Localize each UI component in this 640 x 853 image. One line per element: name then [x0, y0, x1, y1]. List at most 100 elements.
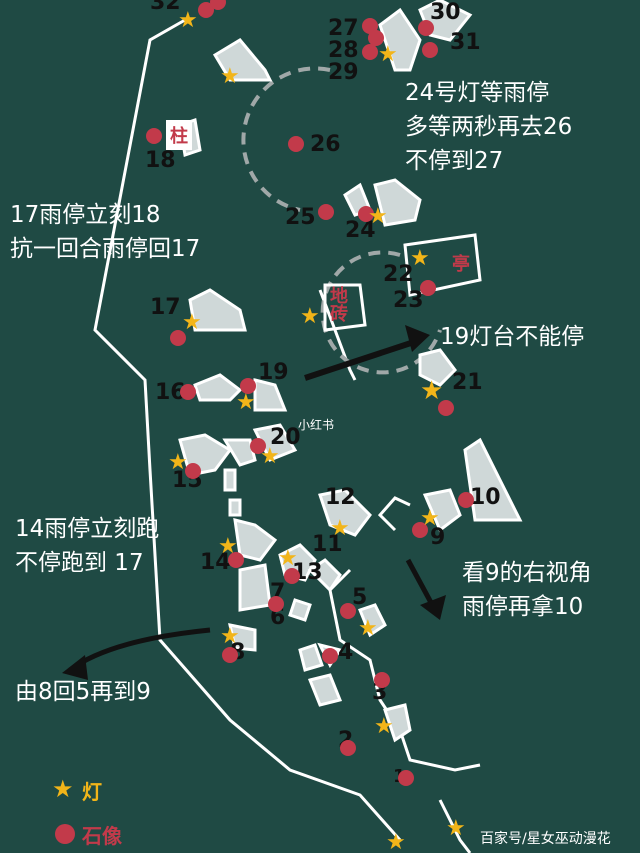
num-24: 24 [345, 218, 376, 243]
arrow-19-head [405, 325, 430, 352]
statue-dot [170, 330, 186, 346]
statue-dot [322, 648, 338, 664]
num-9: 9 [430, 525, 446, 550]
lamp-star: ★ [236, 390, 256, 415]
statue-dot [185, 463, 201, 479]
statue-dot [398, 770, 414, 786]
lamp-star: ★ [358, 616, 378, 641]
statue-dot [362, 44, 378, 60]
statue-dot [340, 740, 356, 756]
note-24: 24号灯等雨停 多等两秒再去26 不停到27 [405, 80, 573, 174]
statue-dot [222, 647, 238, 663]
pavilion-box [403, 233, 482, 297]
lamp-star: ★ [386, 830, 406, 853]
statue-dot [458, 492, 474, 508]
num-22: 22 [383, 262, 414, 287]
lamp-star: ★ [220, 64, 240, 89]
statue-dot [210, 0, 226, 10]
watermark: 百家号/星女巫动漫花 [480, 831, 611, 847]
num-18: 18 [145, 148, 176, 173]
num-25: 25 [285, 205, 316, 230]
num-4: 4 [338, 640, 354, 665]
arrow-19 [304, 337, 421, 381]
small-logo: 小红书 [298, 418, 335, 432]
statue-dot [198, 2, 214, 18]
note-19: 19灯台不能停 [440, 324, 585, 350]
num-5: 5 [352, 585, 368, 610]
statue-dot [418, 20, 434, 36]
lamp-star: ★ [178, 8, 198, 33]
statue-dot [374, 672, 390, 688]
num-20: 20 [270, 425, 301, 450]
statue-dot [180, 384, 196, 400]
num-21: 21 [452, 370, 483, 395]
dashed-circle-top [241, 66, 331, 212]
statue-dot [420, 280, 436, 296]
path-line-bottom [438, 799, 472, 853]
lamp-star: ★ [330, 516, 350, 541]
statue-dot [240, 378, 256, 394]
lamp-star: ★ [260, 444, 280, 469]
hook-line [377, 496, 411, 532]
rocks [178, 0, 523, 743]
arrow-8-head [62, 655, 88, 680]
right-boundary-line [318, 289, 357, 381]
lamp-star: ★ [420, 506, 440, 531]
num-27: 27 [328, 16, 359, 41]
note-9: 看9的右视角 雨停再拿10 [462, 560, 592, 620]
statue-dot [358, 206, 374, 222]
statue-dot [438, 400, 454, 416]
legend-lamp-label: 灯 [82, 780, 102, 804]
brick-tag: 地砖 [330, 286, 348, 325]
statue-dot [318, 204, 334, 220]
arrow-8 [68, 627, 211, 673]
arrow-9-head [420, 595, 446, 620]
pillar-tag: 柱 [166, 120, 192, 150]
num-11: 11 [312, 532, 343, 557]
num-26: 26 [310, 132, 341, 157]
statue-dot [228, 552, 244, 568]
lamp-star: ★ [410, 246, 430, 271]
num-29: 29 [328, 60, 359, 85]
legend-statue-icon [55, 824, 75, 844]
statue-dot [268, 596, 284, 612]
lamp-star: ★ [220, 624, 240, 649]
legend-lamp-icon: ★ [52, 775, 74, 803]
pavilion-tag: 亭 [452, 254, 470, 275]
lamp-star: ★ [368, 204, 388, 229]
note-14: 14雨停立刻跑 不停跑到 17 [15, 516, 160, 576]
num-19: 19 [258, 360, 289, 385]
num-28: 28 [328, 38, 359, 63]
statue-dot [340, 603, 356, 619]
path-line-lower [328, 568, 481, 772]
brick-box [323, 283, 367, 332]
note-17: 17雨停立刻18 抗一回合雨停回17 [10, 202, 201, 262]
num-31: 31 [450, 30, 481, 55]
lamp-star: ★ [420, 376, 444, 406]
lamp-star: ★ [374, 714, 394, 739]
num-12: 12 [325, 485, 356, 510]
lamp-star: ★ [446, 816, 466, 841]
left-boundary-line [93, 18, 402, 841]
num-17: 17 [150, 295, 181, 320]
lamp-star: ★ [300, 304, 320, 329]
lamp-star: ★ [378, 42, 398, 67]
lamp-star: ★ [168, 450, 188, 475]
statue-dot [146, 128, 162, 144]
legend-statue-label: 石像 [82, 824, 122, 848]
statue-dot [284, 568, 300, 584]
lamp-star: ★ [182, 310, 202, 335]
num-10: 10 [470, 485, 501, 510]
num-30: 30 [430, 0, 461, 25]
num-14: 14 [200, 550, 231, 575]
num-32: 32 [150, 0, 181, 15]
statue-dot [422, 42, 438, 58]
lamp-star: ★ [218, 534, 238, 559]
statue-dot [288, 136, 304, 152]
statue-dot [250, 438, 266, 454]
dashed-circle-mid [320, 250, 442, 375]
note-8: 由8回5再到9 [15, 679, 151, 705]
lamp-star: ★ [278, 546, 298, 571]
